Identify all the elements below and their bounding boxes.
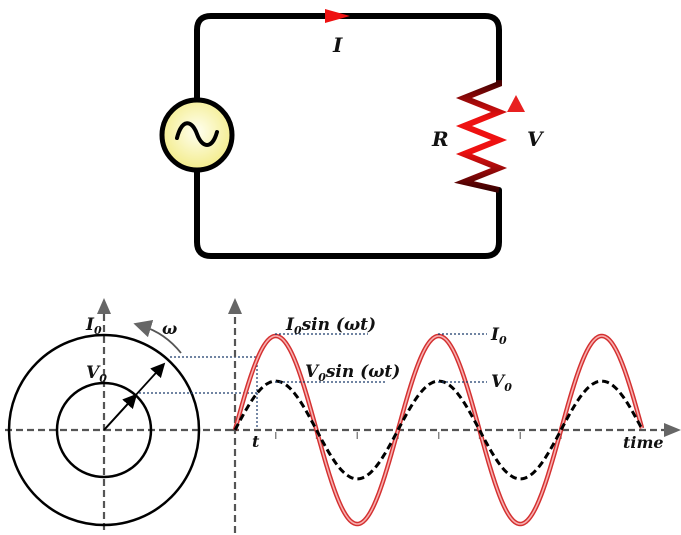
waveform-chart: I0sin (ωt) V0sin (ωt) I0 V0 t time: [228, 298, 681, 533]
outer-label: I0: [85, 315, 102, 337]
resistor-icon: [453, 80, 508, 193]
voltage-arrow-icon: [507, 95, 525, 178]
voltage-wave: [233, 379, 644, 481]
resistor-label: R: [431, 127, 449, 151]
inner-label: V0: [86, 363, 107, 385]
phasor-diagram: ω I0 V0: [5, 298, 232, 530]
current-arrow-icon: [325, 9, 350, 23]
t-marker-label: t: [252, 432, 260, 451]
voltage-label: V: [527, 127, 545, 151]
omega-arrow-icon: [133, 320, 182, 354]
time-arrow-icon: [664, 423, 681, 437]
current-wave-label: I0sin (ωt): [285, 315, 376, 337]
circuit: I R V: [159, 9, 545, 259]
voltage-wave-label: V0sin (ωt): [305, 362, 400, 384]
v0-peak-label: V0: [491, 372, 512, 394]
circuit-wire: [194, 13, 502, 259]
phasor-y-arrow-icon: [97, 298, 111, 314]
amplitude-arrow-icon: [228, 298, 242, 314]
time-axis-label: time: [623, 433, 664, 452]
omega-label: ω: [162, 319, 177, 338]
outer-circle: [7, 333, 201, 527]
phasor-inner-vector: [103, 393, 138, 431]
current-wave: [234, 335, 643, 525]
ac-source-icon: [159, 97, 235, 173]
inner-circle: [55, 381, 153, 479]
i0-peak-label: I0: [490, 325, 507, 347]
current-label: I: [332, 33, 343, 57]
